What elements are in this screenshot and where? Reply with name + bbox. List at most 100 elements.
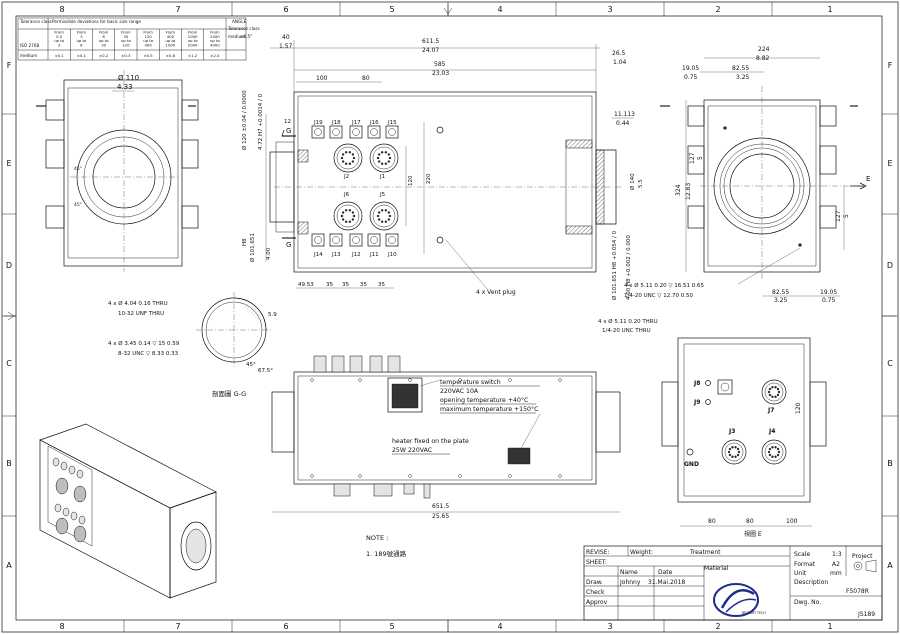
connector-pin xyxy=(376,156,380,160)
connector-pin xyxy=(344,151,348,154)
tolerance-range-cell: 400 xyxy=(145,42,153,47)
tolerance-range-cell: From xyxy=(99,30,109,35)
small-connector xyxy=(329,233,343,247)
connector-label: J11 xyxy=(369,252,379,258)
bolt-hole xyxy=(508,378,512,382)
dimension-text: 19.05 xyxy=(820,289,837,296)
connector-pin xyxy=(341,211,345,214)
tolerance-value-cell: ±0.1 xyxy=(55,53,65,58)
dimension-text: 0.75 xyxy=(822,297,836,304)
tolerance-range-cell: up to xyxy=(121,38,132,43)
connector-pin xyxy=(351,160,355,163)
connector-pin xyxy=(734,446,737,449)
small-connector-bore xyxy=(370,236,378,244)
projection-symbol-icon xyxy=(853,559,877,573)
dimension-text: 49.53 xyxy=(298,282,314,288)
connector-pin xyxy=(384,162,388,165)
bolt-hole xyxy=(408,474,412,478)
tb-sheet: SHEET: xyxy=(586,559,607,566)
section-callout: 8-32 UNC ▽ 8.33 0.33 xyxy=(118,351,179,357)
section-callout: 10-32 UNF THRU xyxy=(118,311,164,317)
connector-pin xyxy=(380,151,384,154)
connector-label: J2 xyxy=(343,174,349,180)
connector-pin xyxy=(777,450,781,454)
connector-pin xyxy=(768,447,772,451)
bolt-hole xyxy=(408,378,412,382)
tb-revise: REVISE: xyxy=(586,549,609,556)
connector-pin xyxy=(767,390,771,394)
connector-pin xyxy=(351,218,355,221)
small-connector-bore xyxy=(388,128,396,136)
zone-row-label: D xyxy=(6,261,12,270)
tb-unit-value: mm xyxy=(830,570,842,577)
hole-callout: 1/4-20 UNC THRU xyxy=(602,328,651,334)
connector-label: J1 xyxy=(379,174,385,180)
connector-pin xyxy=(768,453,772,457)
connector-pin xyxy=(774,395,777,398)
angle-label: 67.5° xyxy=(258,368,273,374)
dimension-text: 23.03 xyxy=(432,70,449,77)
top-side-view: J19 J18 J17 J16 J15 J2 J1 J6 J5 J14 J13 … xyxy=(269,91,622,296)
connector-pin xyxy=(776,453,780,457)
tolerance-value-cell: ±0.8 xyxy=(166,53,176,58)
tolerance-range-cell: From xyxy=(188,30,198,35)
connector-pin xyxy=(377,153,381,156)
zone-row-label: C xyxy=(887,359,893,368)
hole-callout: 1/4-20 UNC ▽ 12.70 0.50 xyxy=(624,293,694,299)
connector-pin xyxy=(380,162,384,165)
iso-small-connector xyxy=(62,507,70,517)
hole-callout: 4 x Ø 5.11 0.20 ▽ 16.51 0.65 xyxy=(624,282,705,289)
connector-label: J8 xyxy=(693,380,700,387)
zone-row-label: A xyxy=(6,561,12,570)
dimension-text: 651.5 xyxy=(432,503,449,510)
connector-pin xyxy=(351,153,355,156)
connector-pin xyxy=(736,447,740,451)
tolerance-range-cell: 6 xyxy=(102,34,105,39)
tolerance-range-cell: 30 xyxy=(123,34,128,39)
connector-pin xyxy=(377,211,381,214)
bottom-side-view: temperature switch 220VAC 10A opening te… xyxy=(271,355,621,520)
note-title: NOTE : xyxy=(366,534,388,542)
dimension-text: 120 xyxy=(795,402,802,414)
dimension-text: 4.33 xyxy=(117,83,133,91)
zone-labels: 8 7 6 5 4 3 2 1 8 7 6 5 4 3 2 1 F E D C … xyxy=(6,5,893,631)
zone-col-label: 2 xyxy=(715,622,720,631)
connector-pin xyxy=(387,160,391,163)
zone-col-label: 5 xyxy=(389,622,394,631)
switch-note: temperature switch xyxy=(440,379,501,386)
dimension-text: 5 xyxy=(697,156,704,160)
tolerance-range-cell: up to xyxy=(188,38,199,43)
tb-draw: Draw. xyxy=(586,579,603,586)
dimension-text: 0.75 xyxy=(684,74,698,81)
tb-description: Description xyxy=(794,579,828,586)
connector-pin xyxy=(388,214,392,218)
connector-pin xyxy=(348,151,352,154)
connector-label: J9 xyxy=(693,399,700,406)
small-connector xyxy=(329,125,343,139)
connector-pin xyxy=(774,386,777,389)
angle-label: 45° xyxy=(246,362,256,368)
dimension-text: 26.5 xyxy=(612,50,626,57)
section-marker-label: G xyxy=(286,127,291,135)
bolt-hole xyxy=(558,474,562,478)
tolerance-range-cell: up to xyxy=(99,38,110,43)
connector-label: J10 xyxy=(387,252,397,258)
small-connector xyxy=(367,125,381,139)
small-connector xyxy=(367,233,381,247)
dimension-text: Ø 110 xyxy=(118,74,139,82)
zone-col-label: 4 xyxy=(497,622,502,631)
connector-label: J12 xyxy=(351,252,361,258)
bolt-hole xyxy=(458,378,462,382)
tolerance-value-cell: ±0.2 xyxy=(99,53,109,58)
zone-col-label: 5 xyxy=(389,5,394,14)
connector-pin xyxy=(344,220,348,223)
tolerance-range-cell: 3 xyxy=(58,42,61,47)
angle-class: Tolerance class xyxy=(227,26,260,31)
small-connector xyxy=(385,125,399,139)
connector-pin xyxy=(768,387,772,391)
tolerance-value-cell: ±0.1 xyxy=(77,53,87,58)
section-g-g: 4 x Ø 4.04 0.16 THRU 10-32 UNF THRU 4 x … xyxy=(108,292,277,398)
dimension-text: 80 xyxy=(362,75,370,82)
